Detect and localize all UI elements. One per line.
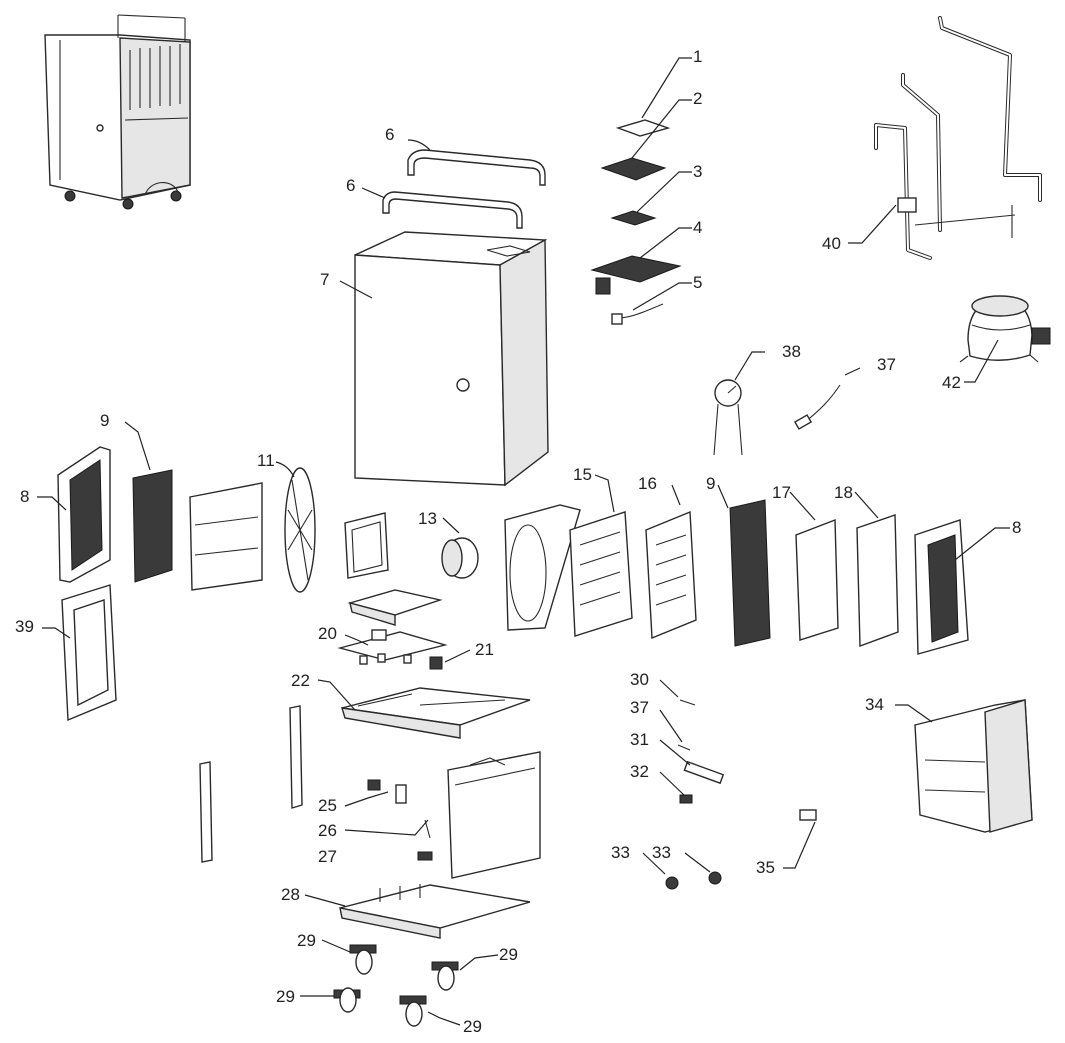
callout-6b: 6 xyxy=(346,176,356,195)
callout-16: 16 xyxy=(638,474,657,493)
left-side-parts xyxy=(57,446,316,722)
callout-32: 32 xyxy=(630,762,649,781)
callout-6a: 6 xyxy=(385,125,395,144)
callout-30: 30 xyxy=(630,670,649,689)
wheel-2 xyxy=(431,961,459,991)
refrigerant-piping xyxy=(874,16,1042,260)
leader-lines xyxy=(37,57,1010,1026)
callout-29d: 29 xyxy=(463,1017,482,1036)
callout-8b: 8 xyxy=(1012,518,1022,537)
callout-11: 11 xyxy=(257,451,275,470)
callout-25: 25 xyxy=(318,796,337,815)
unit-grille xyxy=(129,44,181,110)
callout-9b: 9 xyxy=(706,474,716,493)
compressor xyxy=(959,295,1051,363)
callout-5: 5 xyxy=(693,273,703,292)
callout-27: 27 xyxy=(318,847,337,866)
callout-29a: 29 xyxy=(297,931,316,950)
callout-17: 17 xyxy=(772,483,791,502)
callout-8a: 8 xyxy=(20,487,30,506)
center-parts xyxy=(337,512,531,739)
assembled-unit xyxy=(44,14,191,210)
callout-39: 39 xyxy=(15,617,34,636)
callout-35: 35 xyxy=(756,858,775,877)
callout-2: 2 xyxy=(693,89,703,108)
callout-26: 26 xyxy=(318,821,337,840)
callout-29c: 29 xyxy=(276,987,295,1006)
base-wheels xyxy=(333,884,531,1027)
gauge-sensor xyxy=(713,379,841,456)
cabinet xyxy=(354,231,549,487)
right-side-parts xyxy=(504,499,969,655)
callout-37a: 37 xyxy=(877,355,896,374)
callout-15: 15 xyxy=(573,465,592,484)
callout-33b: 33 xyxy=(652,843,671,862)
callout-29b: 29 xyxy=(499,945,518,964)
callout-42: 42 xyxy=(942,373,961,392)
wheel-1 xyxy=(349,944,377,975)
callout-18: 18 xyxy=(834,483,853,502)
callout-20: 20 xyxy=(318,624,337,643)
handles xyxy=(382,149,546,229)
callout-4: 4 xyxy=(693,218,703,237)
callout-7: 7 xyxy=(320,270,330,289)
callout-37b: 37 xyxy=(630,698,649,717)
callout-21: 21 xyxy=(475,640,494,659)
callout-38: 38 xyxy=(782,342,801,361)
wheel-3 xyxy=(333,987,361,1013)
callout-1: 1 xyxy=(693,47,703,66)
control-panel-parts xyxy=(590,119,682,325)
callout-22: 22 xyxy=(291,671,310,690)
callout-3: 3 xyxy=(693,162,703,181)
callout-28: 28 xyxy=(281,885,300,904)
wheel-4 xyxy=(399,995,427,1027)
callout-9a: 9 xyxy=(100,411,110,430)
callout-33a: 33 xyxy=(611,843,630,862)
callout-13: 13 xyxy=(418,509,437,528)
water-tank-small-parts xyxy=(665,699,1033,890)
callout-31: 31 xyxy=(630,730,649,749)
callout-34: 34 xyxy=(865,695,884,714)
callout-40: 40 xyxy=(822,234,841,253)
rails-panels xyxy=(199,705,541,879)
